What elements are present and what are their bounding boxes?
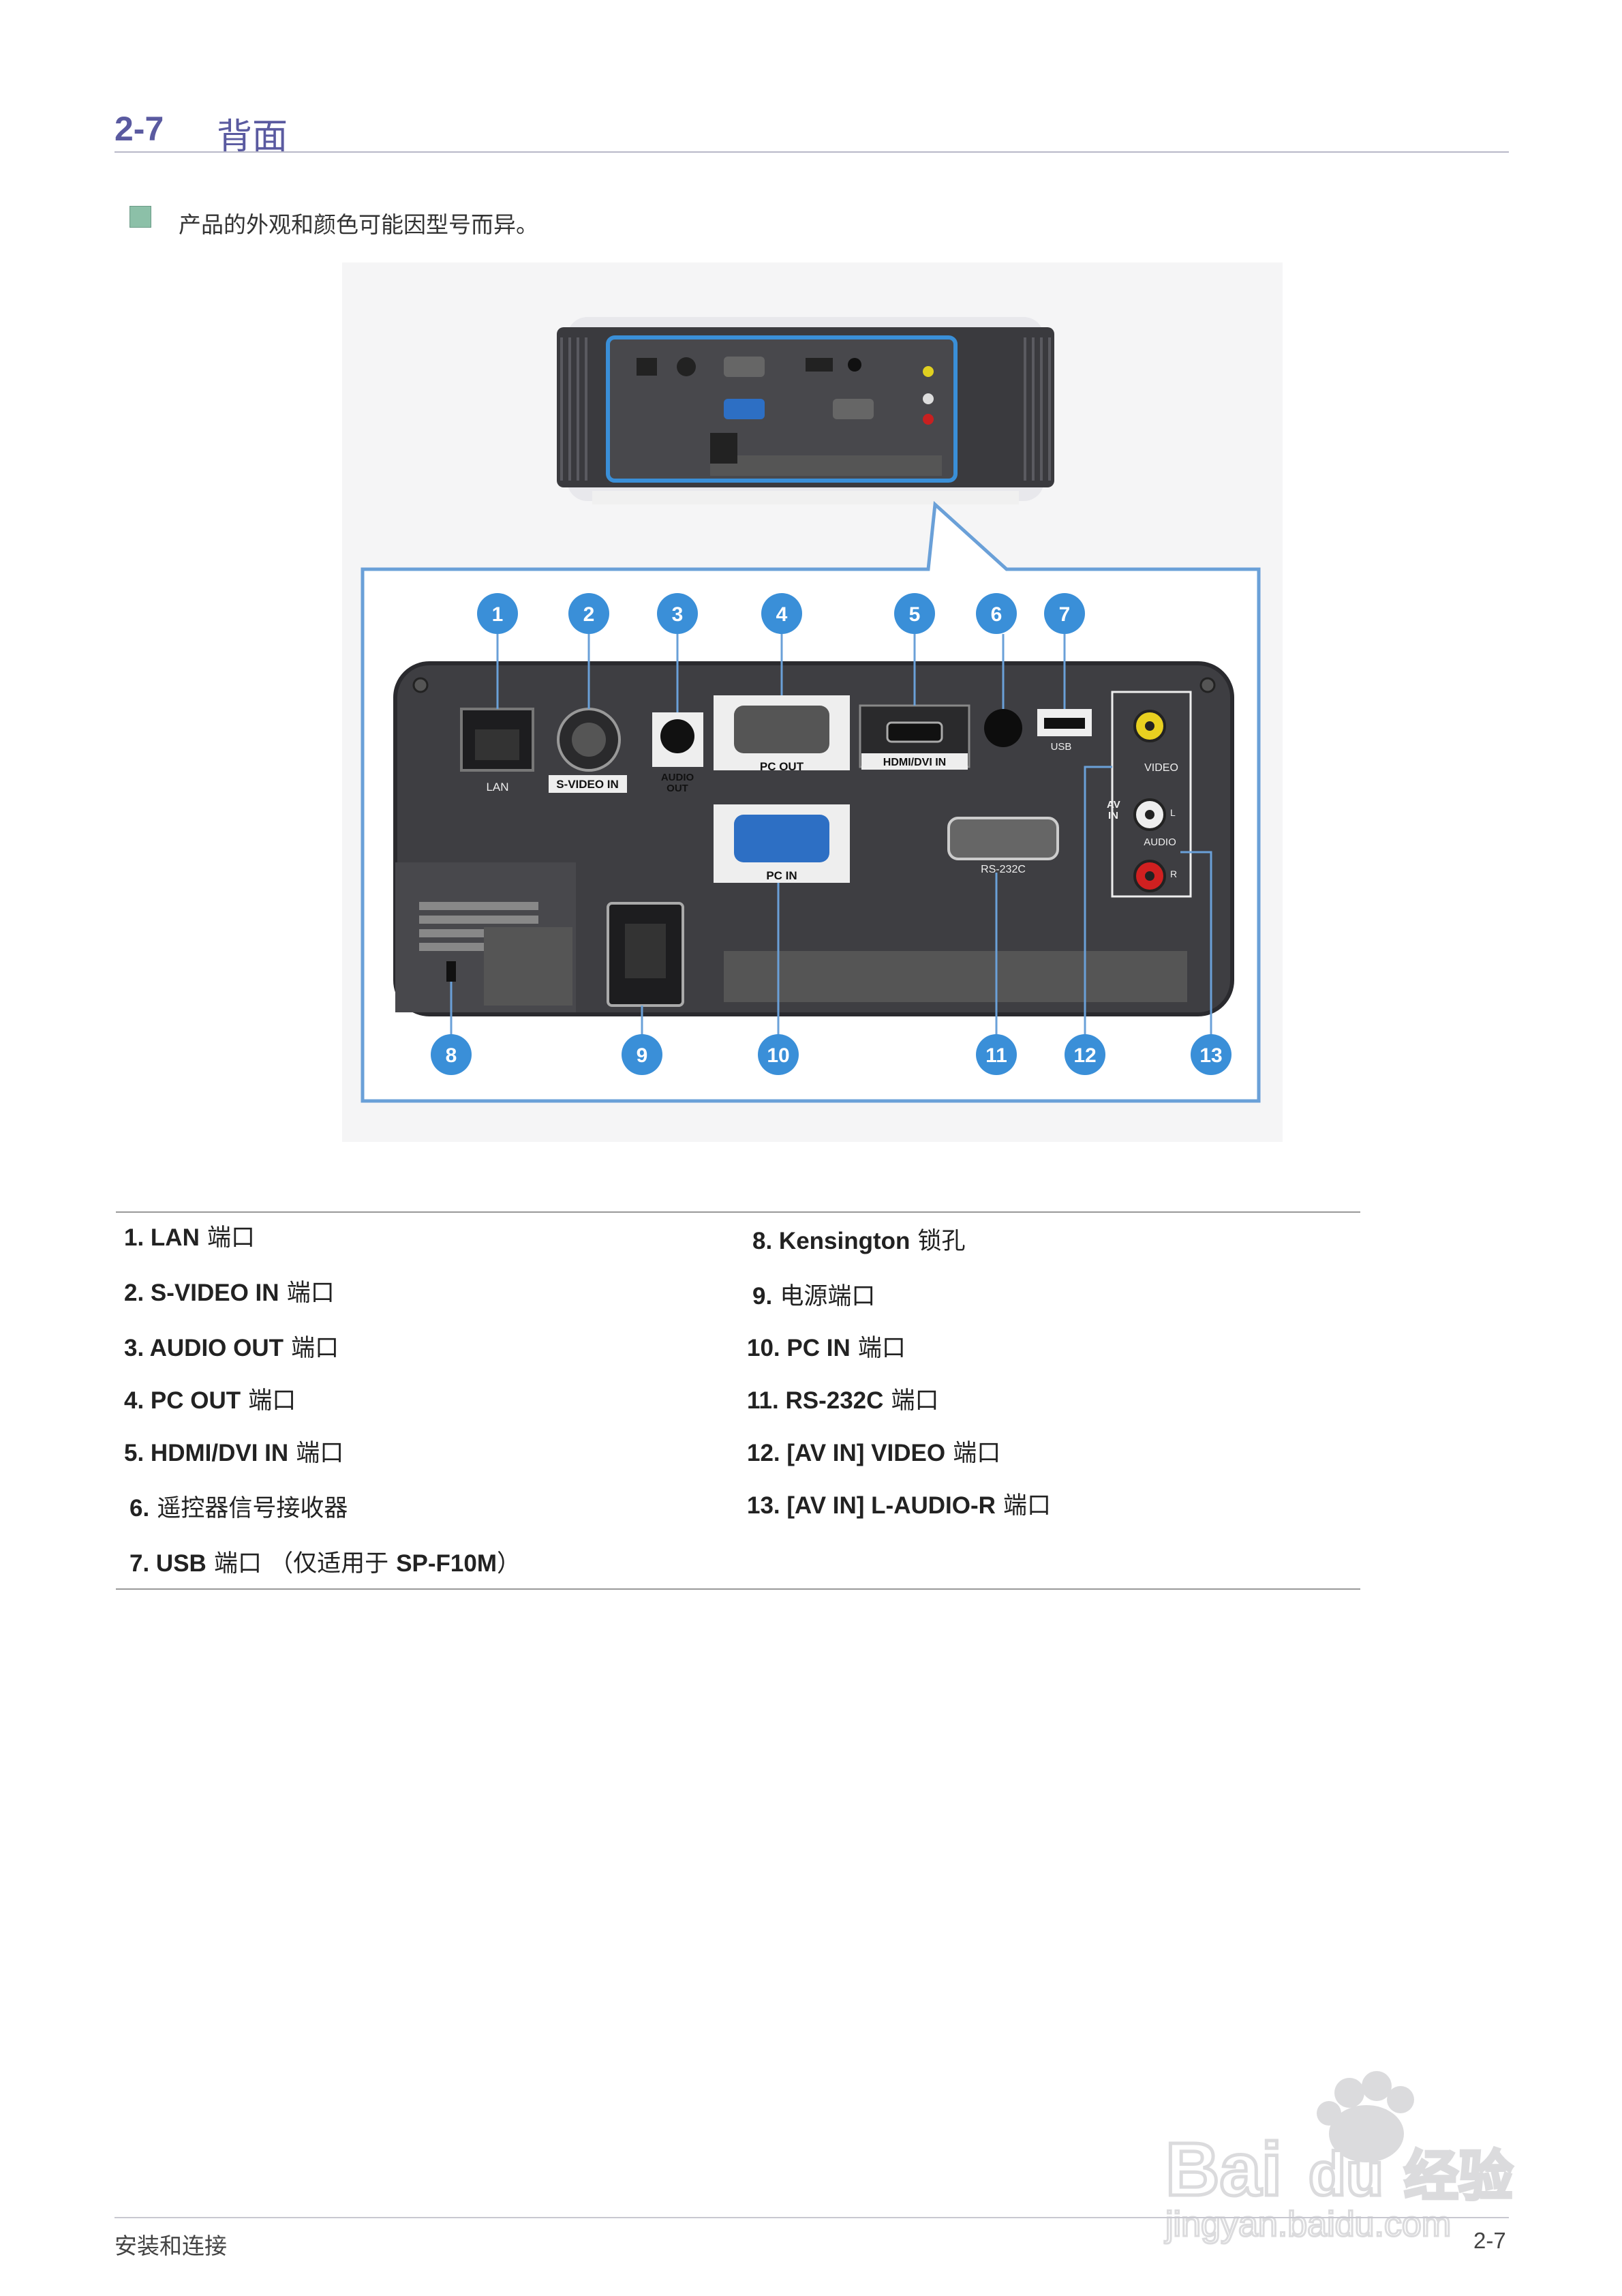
svg-text:VIDEO: VIDEO [1144, 762, 1178, 774]
svg-text:LAN: LAN [486, 781, 508, 794]
svg-text:Bai: Bai [1165, 2128, 1282, 2211]
header-divider [114, 151, 1509, 153]
list-item: 4. PC OUT 端口 [124, 1387, 296, 1415]
svg-text:8: 8 [446, 1044, 457, 1067]
svg-text:11: 11 [985, 1044, 1007, 1067]
svg-text:du: du [1309, 2141, 1383, 2209]
svg-text:13: 13 [1199, 1044, 1222, 1067]
projector-rear-figure: LAN S-VIDEO IN AUDIO OUT PC OUT HDMI/DVI… [342, 262, 1283, 1142]
svg-text:PC IN: PC IN [766, 869, 797, 882]
list-item: 7. USB 端口 （仅适用于 SP-F10M） [129, 1550, 521, 1577]
svg-text:3: 3 [672, 603, 684, 626]
svg-text:USB: USB [1051, 741, 1072, 753]
projector-overview [557, 317, 1054, 504]
list-item: 3. AUDIO OUT 端口 [124, 1335, 339, 1362]
svg-text:PC OUT: PC OUT [760, 760, 804, 773]
svg-text:5: 5 [909, 603, 921, 626]
svg-text:12: 12 [1073, 1044, 1096, 1067]
footer-chapter-title: 安装和连接 [114, 2233, 227, 2259]
svg-text:7: 7 [1059, 603, 1071, 626]
svg-text:经验: 经验 [1404, 2145, 1513, 2208]
svg-text:AV: AV [1107, 799, 1120, 811]
svg-text:6: 6 [991, 603, 1003, 626]
list-item: 6. 遥控器信号接收器 [129, 1495, 348, 1522]
footer-divider [114, 2217, 1509, 2218]
page-number: 2-7 [1473, 2228, 1506, 2253]
svg-text:10: 10 [767, 1044, 789, 1067]
list-item: 5. HDMI/DVI IN 端口 [124, 1440, 344, 1467]
svg-text:AUDIO: AUDIO [661, 772, 694, 783]
note-icon [129, 206, 151, 228]
baidu-watermark-logo: Bai du 经验 jingyan.baidu.com [1163, 2071, 1514, 2246]
svg-text:S-VIDEO IN: S-VIDEO IN [556, 778, 619, 791]
list-item: 10. PC IN 端口 [747, 1335, 906, 1362]
section-number: 2-7 [114, 110, 164, 148]
svg-text:1: 1 [492, 603, 504, 626]
svg-text:2: 2 [583, 603, 595, 626]
note-text: 产品的外观和颜色可能因型号而异。 [179, 211, 538, 238]
svg-text:L: L [1170, 807, 1176, 818]
table-bottom-rule [116, 1588, 1360, 1590]
svg-text:RS-232C: RS-232C [981, 864, 1026, 875]
table-top-rule [116, 1211, 1360, 1213]
svg-text:9: 9 [637, 1044, 648, 1067]
svg-text:R: R [1170, 868, 1177, 879]
list-item: 13. [AV IN] L-AUDIO-R 端口 [747, 1492, 1052, 1520]
page-title: 背面 [217, 117, 288, 157]
list-item: 11. RS-232C 端口 [747, 1387, 939, 1415]
svg-text:AUDIO: AUDIO [1144, 836, 1176, 848]
list-item: 2. S-VIDEO IN 端口 [124, 1280, 335, 1307]
svg-text:HDMI/DVI IN: HDMI/DVI IN [883, 757, 946, 768]
list-item: 8. Kensington 锁孔 [752, 1228, 966, 1255]
list-item: 12. [AV IN] VIDEO 端口 [747, 1440, 1001, 1467]
svg-text:OUT: OUT [667, 783, 688, 794]
svg-text:jingyan.baidu.com: jingyan.baidu.com [1164, 2205, 1451, 2244]
list-item: 1. LAN 端口 [124, 1224, 255, 1252]
svg-text:4: 4 [776, 603, 788, 626]
rear-panel-detail: LAN S-VIDEO IN AUDIO OUT PC OUT HDMI/DVI… [393, 661, 1234, 1016]
svg-text:IN: IN [1108, 810, 1118, 821]
list-item: 9. 电源端口 [752, 1283, 876, 1310]
